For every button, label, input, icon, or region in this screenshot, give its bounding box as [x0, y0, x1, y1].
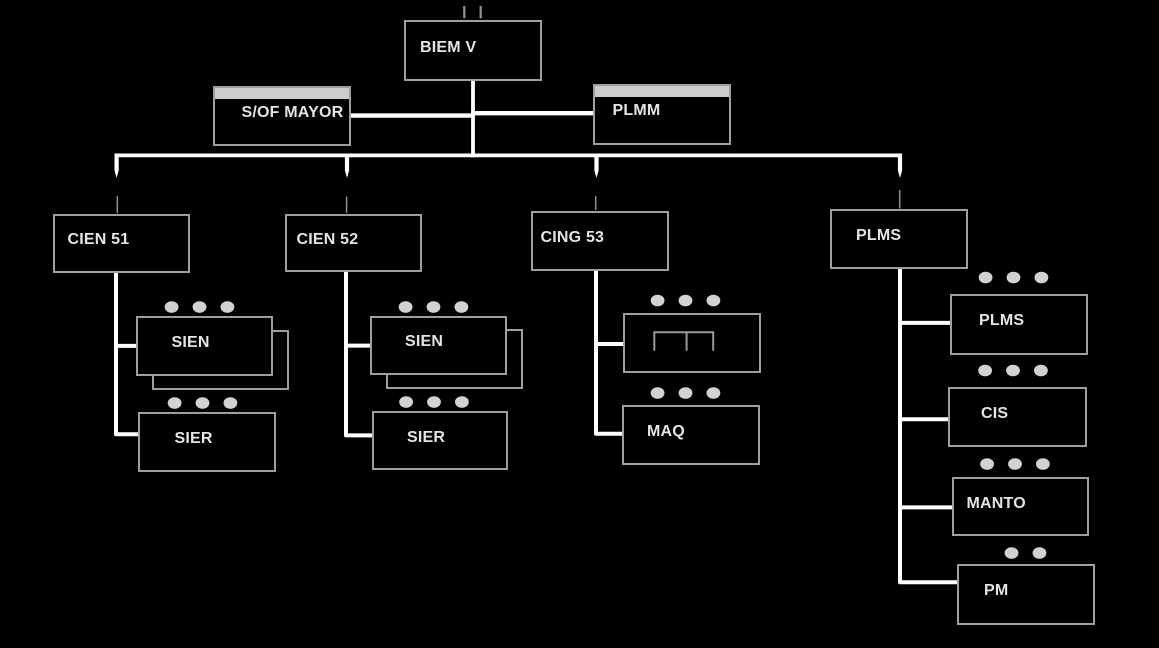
node-label: CIEN 51 — [67, 230, 129, 248]
dot-icon — [1004, 547, 1019, 559]
unit-dots — [650, 294, 721, 307]
dot-icon — [1008, 458, 1022, 470]
unit-dots — [164, 301, 235, 313]
dot-icon — [1032, 547, 1047, 559]
connector-drop — [594, 153, 599, 178]
header-bar — [594, 86, 729, 97]
node-sien-1[interactable]: SIEN — [135, 316, 273, 376]
connector-tick — [594, 196, 597, 210]
dot-icon — [1036, 458, 1050, 470]
dot-icon — [195, 397, 210, 409]
dot-icon — [220, 301, 235, 313]
node-label: PLMS — [856, 226, 902, 244]
node-label: PLMM — [612, 102, 660, 119]
dot-icon — [454, 301, 469, 313]
node-cien-51[interactable]: CIEN 51 — [52, 213, 190, 273]
dot-icon — [978, 364, 992, 377]
dot-icon — [398, 301, 413, 313]
node-sier-2[interactable]: SIER — [372, 411, 508, 470]
node-cien-52[interactable]: CIEN 52 — [285, 213, 422, 272]
dot-icon — [426, 301, 441, 313]
node-cis[interactable]: CIS — [948, 387, 1087, 447]
unit-dots — [167, 397, 238, 409]
dot-icon — [167, 397, 182, 409]
dot-icon — [980, 458, 994, 470]
connector-tick — [116, 196, 119, 213]
dot-icon — [678, 387, 693, 399]
connector-drop — [897, 153, 903, 178]
node-label: SIEN — [171, 333, 210, 351]
node-label: SIEN — [405, 333, 444, 350]
node-label: CIEN 52 — [296, 230, 359, 248]
dot-icon — [706, 294, 721, 307]
node-label: S/OF MAYOR — [241, 103, 344, 121]
connector-line — [114, 272, 139, 437]
connector-line — [898, 268, 959, 585]
connector-tick — [479, 6, 482, 19]
dot-icon — [455, 396, 469, 408]
node-plmm[interactable]: PLMM — [592, 84, 731, 145]
dot-icon — [399, 396, 413, 408]
dot-icon — [650, 387, 665, 399]
unit-dots — [650, 387, 721, 399]
node-label: SIER — [407, 428, 446, 446]
node-manto[interactable]: MANTO — [952, 477, 1089, 536]
dot-icon — [164, 301, 179, 313]
node-label: MANTO — [966, 494, 1026, 512]
unit-dots — [1004, 547, 1047, 559]
node-biem-v[interactable]: BIEM V — [404, 20, 542, 81]
dot-icon — [1034, 271, 1049, 284]
dot-icon — [223, 397, 238, 409]
connector-tick — [898, 190, 901, 209]
dot-icon — [706, 387, 721, 399]
unit-dots — [978, 271, 1049, 284]
connector-drop — [344, 153, 350, 178]
node-plms-2[interactable]: PLMS — [950, 294, 1088, 355]
dot-icon — [1034, 364, 1048, 377]
node-sien-2[interactable]: SIEN — [370, 315, 507, 375]
dot-icon — [978, 271, 993, 284]
unit-dots — [399, 396, 469, 408]
node-sier-1[interactable]: SIER — [137, 411, 276, 472]
connector-line — [594, 270, 625, 436]
unit-dots — [980, 458, 1050, 470]
node-pm[interactable]: PM — [956, 563, 1095, 625]
stacked-shadow-box — [151, 329, 289, 390]
connector-tick — [463, 6, 466, 19]
connector-tick — [345, 196, 348, 213]
node-label: CIS — [981, 404, 1009, 422]
node-label: MAQ — [647, 422, 685, 440]
dot-icon — [1006, 364, 1020, 377]
connector-drop — [114, 153, 119, 178]
dot-icon — [1006, 271, 1021, 284]
node-gate-box[interactable] — [623, 313, 761, 373]
dot-icon — [427, 396, 441, 408]
dot-icon — [678, 294, 693, 307]
dot-icon — [650, 294, 665, 307]
connector-line — [344, 271, 374, 438]
dot-icon — [192, 301, 207, 313]
node-maq[interactable]: MAQ — [622, 404, 760, 465]
node-label: BIEM V — [420, 38, 477, 56]
node-label: CING 53 — [540, 228, 605, 246]
node-label: PLMS — [979, 312, 1025, 329]
unit-dots — [978, 364, 1048, 377]
unit-dots — [398, 301, 469, 313]
node-label: PM — [983, 581, 1008, 599]
node-cing-53[interactable]: CING 53 — [531, 210, 669, 271]
stacked-shadow-box — [386, 329, 523, 389]
header-bar — [215, 88, 349, 99]
node-sof-mayor[interactable]: S/OF MAYOR — [213, 86, 351, 146]
node-label: SIER — [174, 429, 213, 447]
node-plms[interactable]: PLMS — [830, 209, 968, 269]
double-gate-symbol-icon — [653, 331, 715, 351]
